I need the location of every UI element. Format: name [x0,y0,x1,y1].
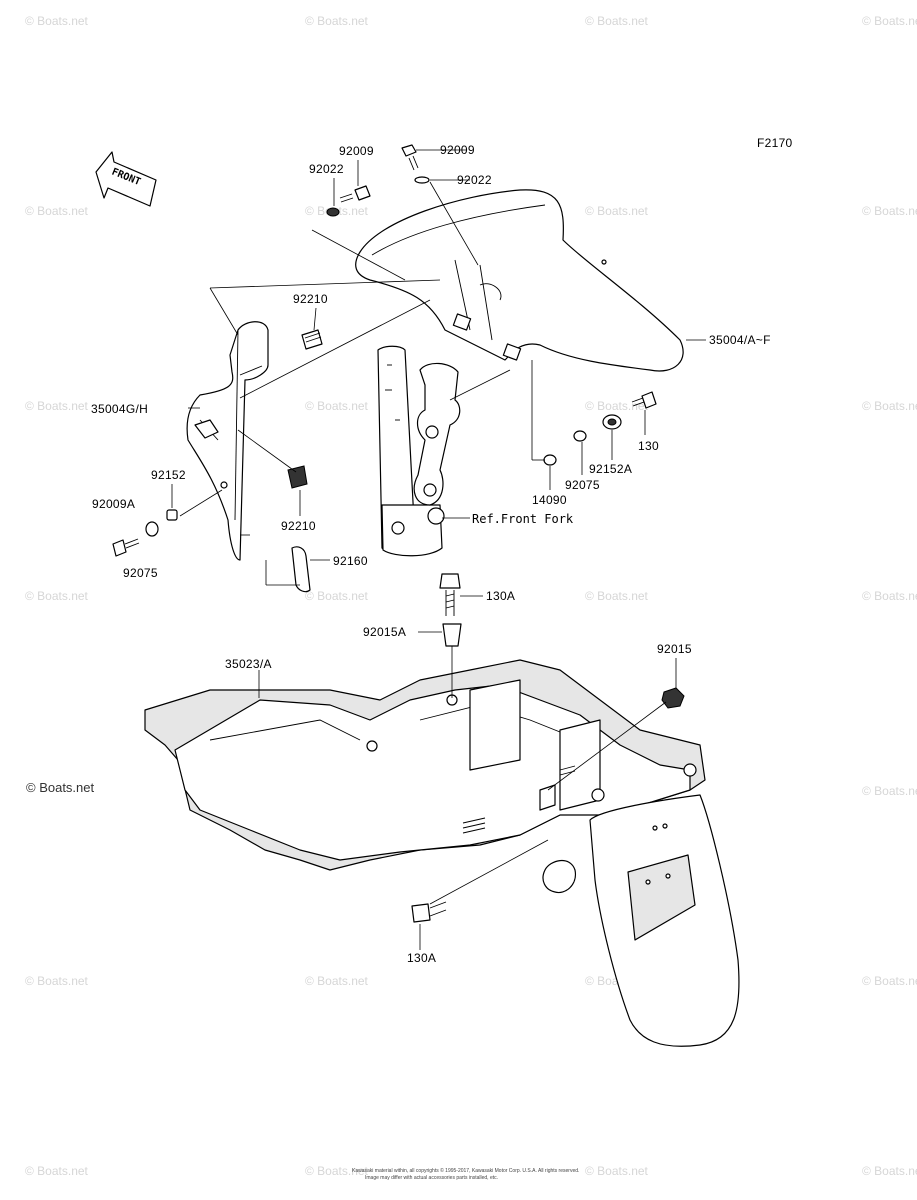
watermark-grid: © Boats.net © Boats.net © Boats.net © Bo… [25,14,917,1178]
watermark: © Boats.net [585,204,649,218]
front-arrow-icon: FRONT [95,151,157,207]
label-14090: 14090 [532,493,567,507]
watermark: © Boats.net [862,204,917,218]
footer-note: Image may differ with actual accessories… [365,1175,498,1181]
watermark: © Boats.net [305,974,369,988]
front-fender [355,189,684,372]
watermark: © Boats.net [585,589,649,603]
watermark: © Boats.net [25,204,89,218]
label-35004g-h: 35004G/H [91,402,148,416]
label-92009: 92009 [440,143,475,157]
leader-lines [171,149,706,950]
watermark-logo: © Boats.net [26,780,95,795]
watermark: © Boats.net [305,399,369,413]
watermark: © Boats.net [862,1164,917,1178]
label-92015a: 92015A [363,625,406,639]
front-fork [377,345,461,557]
label-130a: 130A [486,589,515,603]
rear-fender [144,659,740,1047]
label-92210: 92210 [293,292,328,306]
washer-92022-a [326,207,340,217]
label-130: 130 [638,439,659,453]
label-92152a: 92152A [589,462,632,476]
label-92210: 92210 [281,519,316,533]
watermark: © Boats.net [25,589,89,603]
watermark: © Boats.net [305,14,369,28]
watermark: © Boats.net [25,14,89,28]
label-92009a: 92009A [92,497,135,511]
label-92022: 92022 [309,162,344,176]
watermark: © Boats.net [585,14,649,28]
hardware [112,144,685,923]
label-92160: 92160 [333,554,368,568]
watermark: © Boats.net [25,974,89,988]
label-130a: 130A [407,951,436,965]
bolt-92009-a [354,185,371,201]
label-92009: 92009 [339,144,374,158]
watermark: © Boats.net [305,1164,369,1178]
watermark: © Boats.net [585,399,649,413]
watermark: © Boats.net [862,589,917,603]
watermark: © Boats.net [862,974,917,988]
label-ref-front-fork: Ref.Front Fork [472,512,574,526]
label-35004-a-f: 35004/A~F [709,333,771,347]
label-92075: 92075 [123,566,158,580]
label-92022: 92022 [457,173,492,187]
label-92015: 92015 [657,642,692,656]
label-35023-a: 35023/A [225,657,272,671]
label-92152: 92152 [151,468,186,482]
figure-code: F2170 [757,136,793,150]
watermark: © Boats.net [25,399,89,413]
watermark: © Boats.net [862,14,917,28]
watermark: © Boats.net [585,1164,649,1178]
footer-copyright: Kawasaki material within, all copyrights… [352,1167,579,1174]
watermark: © Boats.net [862,399,917,413]
watermark: © Boats.net [25,1164,89,1178]
watermark: © Boats.net [305,589,369,603]
watermark: © Boats.net [862,784,917,798]
part-labels: 92009 92009 92022 92022 92210 35004/A~F … [91,143,771,965]
label-92075: 92075 [565,478,600,492]
inner-fender [186,321,269,561]
